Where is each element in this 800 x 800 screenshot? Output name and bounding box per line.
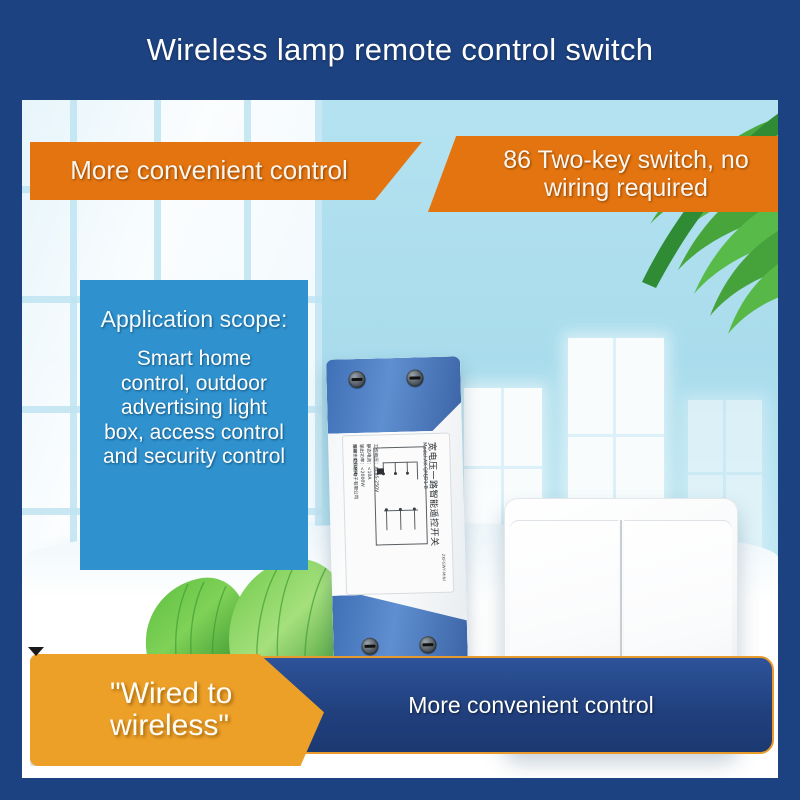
banner-right-line1: 86 Two-key switch, no — [503, 146, 749, 174]
scope-line-4: box, access control — [104, 420, 284, 444]
scope-title: Application scope: — [100, 306, 288, 332]
room-scene: More convenient control 86 Two-key switc… — [22, 100, 778, 778]
bottom-blue-label: More convenient control — [408, 691, 654, 718]
banner-two-key-switch: 86 Two-key switch, no wiring required — [428, 136, 778, 212]
banner-left-label: More convenient control — [70, 155, 348, 186]
switch-key-divider — [620, 520, 622, 728]
bottom-orange-line1: "Wired to — [110, 676, 233, 710]
banner-right-line2: wiring required — [544, 174, 708, 202]
scope-line-2: control, outdoor — [121, 371, 267, 395]
poster-title-bar: Wireless lamp remote control switch — [0, 0, 800, 100]
scope-line-3: advertising light — [121, 396, 267, 420]
application-scope-panel: Application scope: Smart home control, o… — [80, 280, 308, 570]
bottom-orange-banner: "Wired to wireless" — [30, 654, 324, 766]
banner-right-label: 86 Two-key switch, no wiring required — [459, 146, 748, 202]
module-label: 宽电压一路智能遥控开关 Model:AK-QMJD1-B 工作电压：AC85-2… — [341, 432, 455, 596]
scope-line-5: and security control — [102, 445, 286, 469]
controller-module: 宽电压一路智能遥控开关 Model:AK-QMJD1-B 工作电压：AC85-2… — [325, 356, 469, 670]
top-banner-row: More convenient control 86 Two-key switc… — [22, 136, 778, 218]
banner-more-convenient-control: More convenient control — [30, 142, 422, 200]
corner-marker-icon — [28, 647, 44, 656]
bottom-orange-label: "Wired to wireless" — [30, 676, 233, 743]
module-spec-2: 静态电流：<10A — [365, 443, 372, 480]
circuit-diagram-icon — [373, 446, 428, 546]
bottom-orange-line2: wireless" — [110, 709, 230, 742]
page-title: Wireless lamp remote control switch — [146, 32, 654, 67]
module-label-title: 宽电压一路智能遥控开关 — [426, 441, 439, 547]
scope-body: Smart home control, outdoor advertising … — [88, 347, 300, 470]
module-brand: ZKFGWY-MINI — [441, 553, 447, 581]
scope-line-1: Smart home — [136, 347, 252, 370]
